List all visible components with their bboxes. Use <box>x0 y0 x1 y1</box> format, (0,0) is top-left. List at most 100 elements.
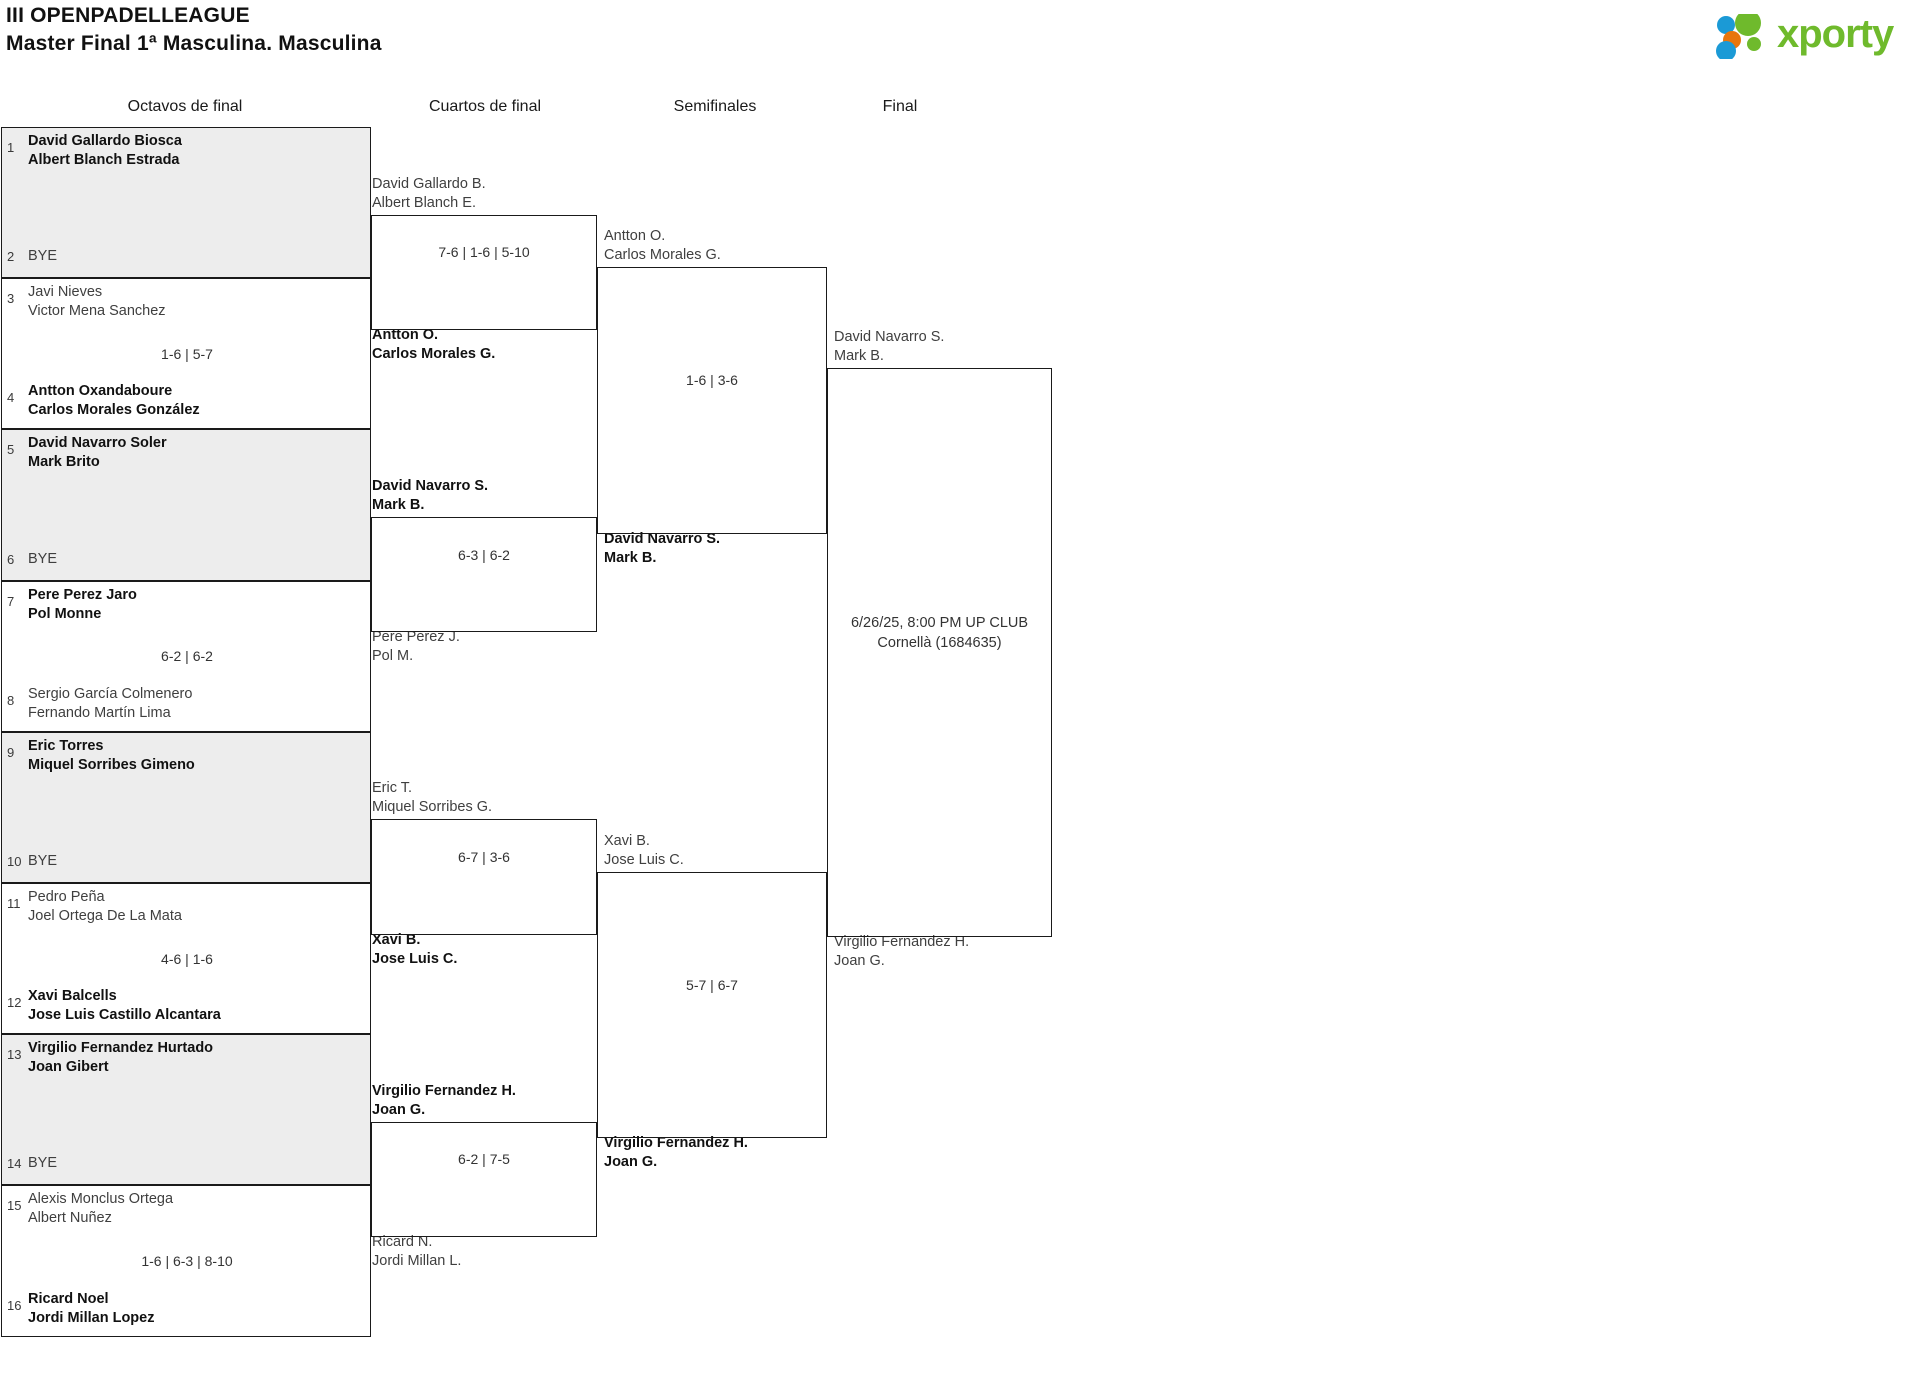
qf-match-2-bot-line2: Pol M. <box>372 648 414 665</box>
sf-match-1-top-line1: Antton O. <box>604 228 666 245</box>
qf-match-1-bot-line2: Carlos Morales G. <box>372 345 496 362</box>
r16-seed-16: 16 <box>7 1297 22 1313</box>
r16-team-b-line1-2: Antton Oxandaboure <box>28 383 173 400</box>
r16-seed-1: 1 <box>7 140 15 155</box>
sf-connector-2[interactable] <box>597 872 827 1139</box>
qf-score-1: 7-6 | 1-6 | 5-10 <box>438 244 530 261</box>
r16-seed-8: 8 <box>7 692 15 708</box>
sf-match-1-bot-line1: David Navarro S. <box>604 530 721 547</box>
sf-match-1-top-line2: Carlos Morales G. <box>604 247 721 264</box>
r16-team-b-line1-3: BYE <box>28 550 58 567</box>
round-heading-final: Final <box>882 98 918 115</box>
qf-match-2-top-line1: David Navarro S. <box>372 478 489 494</box>
qf-match-1-bot-line1: Antton O. <box>372 326 439 343</box>
r16-seed-15: 15 <box>7 1198 22 1214</box>
r16-seed-13: 13 <box>7 1047 22 1063</box>
qf-connector-4[interactable] <box>371 1121 597 1237</box>
final-top-line1: David Navarro S. <box>834 329 945 346</box>
r16-seed-12: 12 <box>7 995 22 1011</box>
r16-team-b-line1-4: Sergio García Colmenero <box>28 685 193 702</box>
r16-score-8: 1-6 | 6-3 | 8-10 <box>141 1252 233 1269</box>
r16-team-a-line2-1: Albert Blanch Estrada <box>28 152 180 168</box>
tournament-name: III OPENPADELLEAGUE <box>6 4 250 27</box>
r16-seed-14: 14 <box>7 1156 22 1172</box>
round-heading-octavos: Octavos de final <box>127 98 243 115</box>
final-bot-line1: Virgilio Fernandez H. <box>834 934 970 951</box>
r16-seed-7: 7 <box>7 593 15 609</box>
r16-team-a-line1-2: Javi Nieves <box>28 284 103 301</box>
qf-match-3-top-line1: Eric T. <box>372 780 413 797</box>
tournament-title-block: III OPENPADELLEAGUE Master Final 1ª Masc… <box>6 2 382 58</box>
final-bot-line2: Joan G. <box>834 953 885 970</box>
r16-team-b-line2-8: Jordi Millan Lopez <box>28 1309 155 1326</box>
qf-match-4-top-line2: Joan G. <box>372 1101 426 1118</box>
r16-score-6: 4-6 | 1-6 <box>161 950 213 967</box>
r16-team-b-line1-7: BYE <box>28 1155 58 1172</box>
r16-team-a-line1-7: Virgilio Fernandez Hurtado <box>28 1040 214 1057</box>
r16-team-b-line2-4: Fernando Martín Lima <box>28 704 171 721</box>
qf-match-4-bot-line2: Jordi Millan L. <box>372 1253 462 1269</box>
sf-match-1-bot-line2: Mark B. <box>604 549 657 566</box>
r16-team-a-line2-4: Pol Monne <box>28 605 102 622</box>
r16-team-b-line2-2: Carlos Morales González <box>28 402 200 419</box>
qf-match-1-top-line2: Albert Blanch E. <box>372 194 476 211</box>
qf-match-4-top-line1: Virgilio Fernandez H. <box>372 1082 516 1099</box>
r16-team-b-line2-6: Jose Luis Castillo Alcantara <box>28 1007 221 1024</box>
sf-match-2-top-line2: Jose Luis C. <box>604 852 684 868</box>
r16-team-a-line1-8: Alexis Monclus Ortega <box>28 1191 174 1208</box>
r16-score-4: 6-2 | 6-2 <box>161 648 213 665</box>
qf-connector-2[interactable] <box>371 517 597 633</box>
sf-match-2-bot-line2: Joan G. <box>604 1154 658 1171</box>
r16-team-b-line1-5: BYE <box>28 852 58 869</box>
r16-team-a-line1-5: Eric Torres <box>28 737 104 754</box>
r16-team-a-line2-6: Joel Ortega De La Mata <box>28 908 182 924</box>
r16-team-a-line2-2: Victor Mena Sanchez <box>28 303 166 320</box>
qf-match-3-bot-line2: Jose Luis C. <box>372 950 458 967</box>
r16-seed-11: 11 <box>7 896 21 911</box>
r16-team-a-line1-3: David Navarro Soler <box>28 435 167 452</box>
r16-team-a-line1-1: David Gallardo Biosca <box>28 133 182 149</box>
r16-score-2: 1-6 | 5-7 <box>161 345 213 362</box>
r16-team-a-line2-3: Mark Brito <box>28 454 100 471</box>
sf-score-2: 5-7 | 6-7 <box>686 977 738 994</box>
sf-connector-1[interactable] <box>597 267 827 534</box>
r16-seed-5: 5 <box>7 442 15 458</box>
final-top-line2: Mark B. <box>834 348 884 365</box>
qf-connector-1[interactable] <box>371 214 597 330</box>
tournament-category: Master Final 1ª Masculina. Masculina <box>6 32 382 55</box>
qf-match-1-top-line1: David Gallardo B. <box>372 175 486 192</box>
r16-seed-4: 4 <box>7 390 15 406</box>
r16-team-a-line2-5: Miquel Sorribes Gimeno <box>28 756 195 773</box>
xporty-wordmark: xporty <box>1777 12 1894 56</box>
qf-match-3-bot-line1: Xavi B. <box>372 931 421 948</box>
final-connector[interactable] <box>827 368 1052 938</box>
r16-seed-10: 10 <box>7 853 22 869</box>
sf-match-2-bot-line1: Virgilio Fernandez H. <box>604 1135 748 1152</box>
r16-team-b-line1-8: Ricard Noel <box>28 1290 109 1307</box>
r16-team-b-line1-6: Xavi Balcells <box>28 988 117 1005</box>
qf-connector-3[interactable] <box>371 819 597 935</box>
qf-match-4-bot-line1: Ricard N. <box>372 1234 433 1250</box>
round-heading-semifinales: Semifinales <box>673 98 757 115</box>
xporty-dots-icon <box>1716 14 1761 59</box>
qf-match-2-top-line2: Mark B. <box>372 497 425 513</box>
qf-match-2-bot-line1: Pere Perez J. <box>372 629 460 646</box>
r16-team-b-line1-1: BYE <box>28 248 58 265</box>
r16-seed-2: 2 <box>7 249 15 265</box>
xporty-logo[interactable]: xporty <box>1715 8 1910 63</box>
sf-match-2-top-line1: Xavi B. <box>604 833 650 849</box>
final-match-datetime: 6/26/25, 8:00 PM UP CLUB <box>850 614 1029 631</box>
r16-team-a-line2-7: Joan Gibert <box>28 1059 109 1076</box>
round-heading-cuartos: Cuartos de final <box>428 98 542 115</box>
qf-score-2: 6-3 | 6-2 <box>458 546 510 563</box>
r16-team-a-line2-8: Albert Nuñez <box>28 1210 112 1227</box>
